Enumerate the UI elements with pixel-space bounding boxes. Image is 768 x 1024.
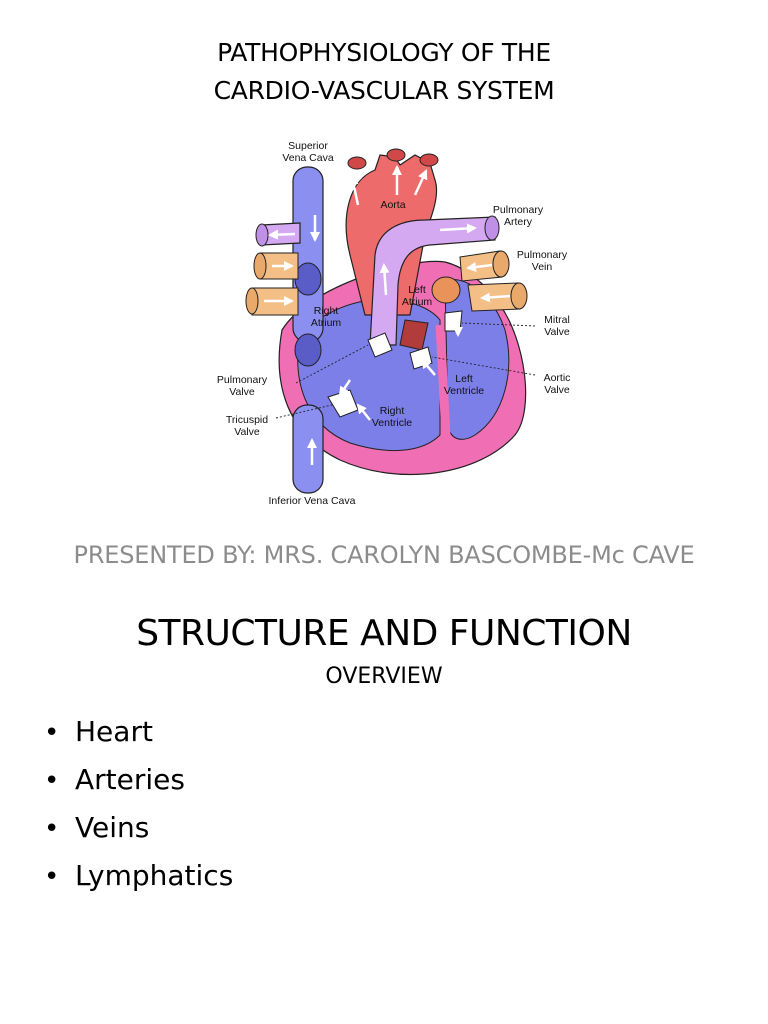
overview-slide: STRUCTURE AND FUNCTION OVERVIEW • Heart … bbox=[0, 585, 768, 1024]
presenter-credit: PRESENTED BY: MRS. CAROLYN BASCOMBE-Mc C… bbox=[73, 541, 695, 569]
label-right-atrium-line2: Atrium bbox=[311, 317, 342, 329]
label-superior-vena-cava-line1: Superior bbox=[288, 140, 328, 152]
bullet-list: • Heart • Arteries • Veins • Lymphatics bbox=[44, 715, 233, 907]
label-pulmonary-valve-line1: Pulmonary bbox=[217, 374, 268, 386]
bullet-icon: • bbox=[44, 814, 60, 844]
label-mitral-valve-line1: Mitral bbox=[544, 314, 570, 326]
list-item-label: Lymphatics bbox=[75, 859, 234, 892]
heart-diagram: Superior Vena Cava Aorta Pulmonary Arter… bbox=[217, 140, 571, 507]
label-mitral-valve-line2: Valve bbox=[544, 326, 570, 338]
pulmonary-valve-shape bbox=[367, 332, 393, 358]
pulmonary-veins bbox=[245, 250, 528, 316]
label-pulmonary-vein-line2: Vein bbox=[532, 261, 553, 273]
label-left-atrium-line1: Left bbox=[408, 284, 426, 296]
slide-title: STRUCTURE AND FUNCTION bbox=[136, 613, 632, 654]
mitral-valve-shape bbox=[444, 310, 463, 332]
list-item: • Veins bbox=[44, 811, 233, 859]
label-superior-vena-cava-line2: Vena Cava bbox=[282, 152, 334, 164]
label-aortic-valve-line1: Aortic bbox=[544, 372, 571, 384]
septum bbox=[435, 324, 451, 436]
label-aorta: Aorta bbox=[380, 199, 405, 211]
label-right-ventricle-line1: Right bbox=[380, 405, 405, 417]
bullet-icon: • bbox=[44, 862, 60, 892]
list-item: • Arteries bbox=[44, 763, 233, 811]
bullet-icon: • bbox=[44, 766, 60, 796]
label-inferior-vena-cava: Inferior Vena Cava bbox=[269, 495, 356, 507]
label-left-atrium-line2: Atrium bbox=[402, 296, 433, 308]
slide-title-line-1: PATHOPHYSIOLOGY OF THE bbox=[217, 38, 551, 67]
label-pulmonary-vein-line1: Pulmonary bbox=[517, 249, 568, 261]
label-pulmonary-artery-line1: Pulmonary bbox=[493, 204, 544, 216]
label-pulmonary-valve-line2: Valve bbox=[229, 386, 255, 398]
bullet-icon: • bbox=[44, 718, 60, 748]
label-right-atrium-line1: Right bbox=[314, 305, 339, 317]
list-item-label: Arteries bbox=[75, 763, 185, 796]
label-pulmonary-artery-line2: Artery bbox=[504, 216, 533, 228]
label-left-ventricle-line1: Left bbox=[455, 373, 473, 385]
list-item-label: Heart bbox=[75, 715, 153, 748]
label-tricuspid-valve-line1: Tricuspid bbox=[226, 414, 268, 426]
list-item: • Lymphatics bbox=[44, 859, 233, 907]
title-slide: PATHOPHYSIOLOGY OF THE CARDIO-VASCULAR S… bbox=[73, 38, 695, 569]
label-aortic-valve-line2: Valve bbox=[544, 384, 570, 396]
slide-subtitle: OVERVIEW bbox=[325, 664, 443, 689]
inferior-vena-cava bbox=[292, 404, 324, 494]
label-tricuspid-valve-line2: Valve bbox=[234, 426, 260, 438]
list-item-label: Veins bbox=[75, 811, 150, 844]
label-left-ventricle-line2: Ventricle bbox=[444, 385, 484, 397]
slide-title-line-2: CARDIO-VASCULAR SYSTEM bbox=[213, 76, 555, 105]
label-right-ventricle-line2: Ventricle bbox=[372, 417, 412, 429]
list-item: • Heart bbox=[44, 715, 233, 763]
